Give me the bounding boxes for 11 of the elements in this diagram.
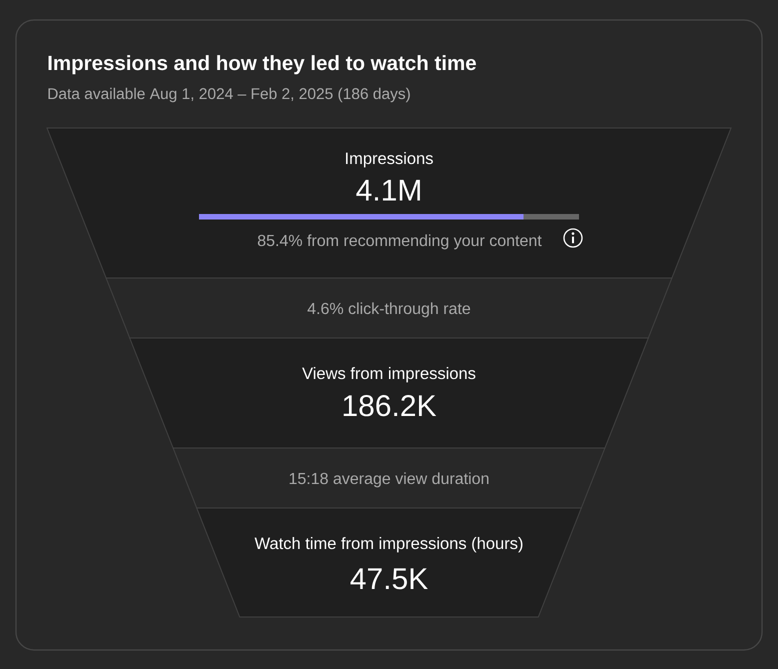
heading: Impressions and how they led to watch time (48, 55, 476, 74)
metric-label: Impressions (346, 152, 433, 168)
metric-label: Views from impressions (302, 367, 476, 382)
subtitle-text: Data available Aug 1, 2024 – Feb 2, 2025 (186 days) (48, 88, 410, 102)
rate-text: 15:18 average view duration (290, 472, 488, 488)
rate-text: 4.6% click-through rate (308, 302, 470, 318)
metric-label: Watch time from impressions (hours) (254, 537, 522, 552)
note-text: 85.4% from recommending your content (258, 234, 542, 250)
metric-value: 186.2K (344, 395, 436, 416)
metric-value: 47.5K (350, 568, 428, 590)
metric-value: 4.1M (356, 180, 420, 200)
